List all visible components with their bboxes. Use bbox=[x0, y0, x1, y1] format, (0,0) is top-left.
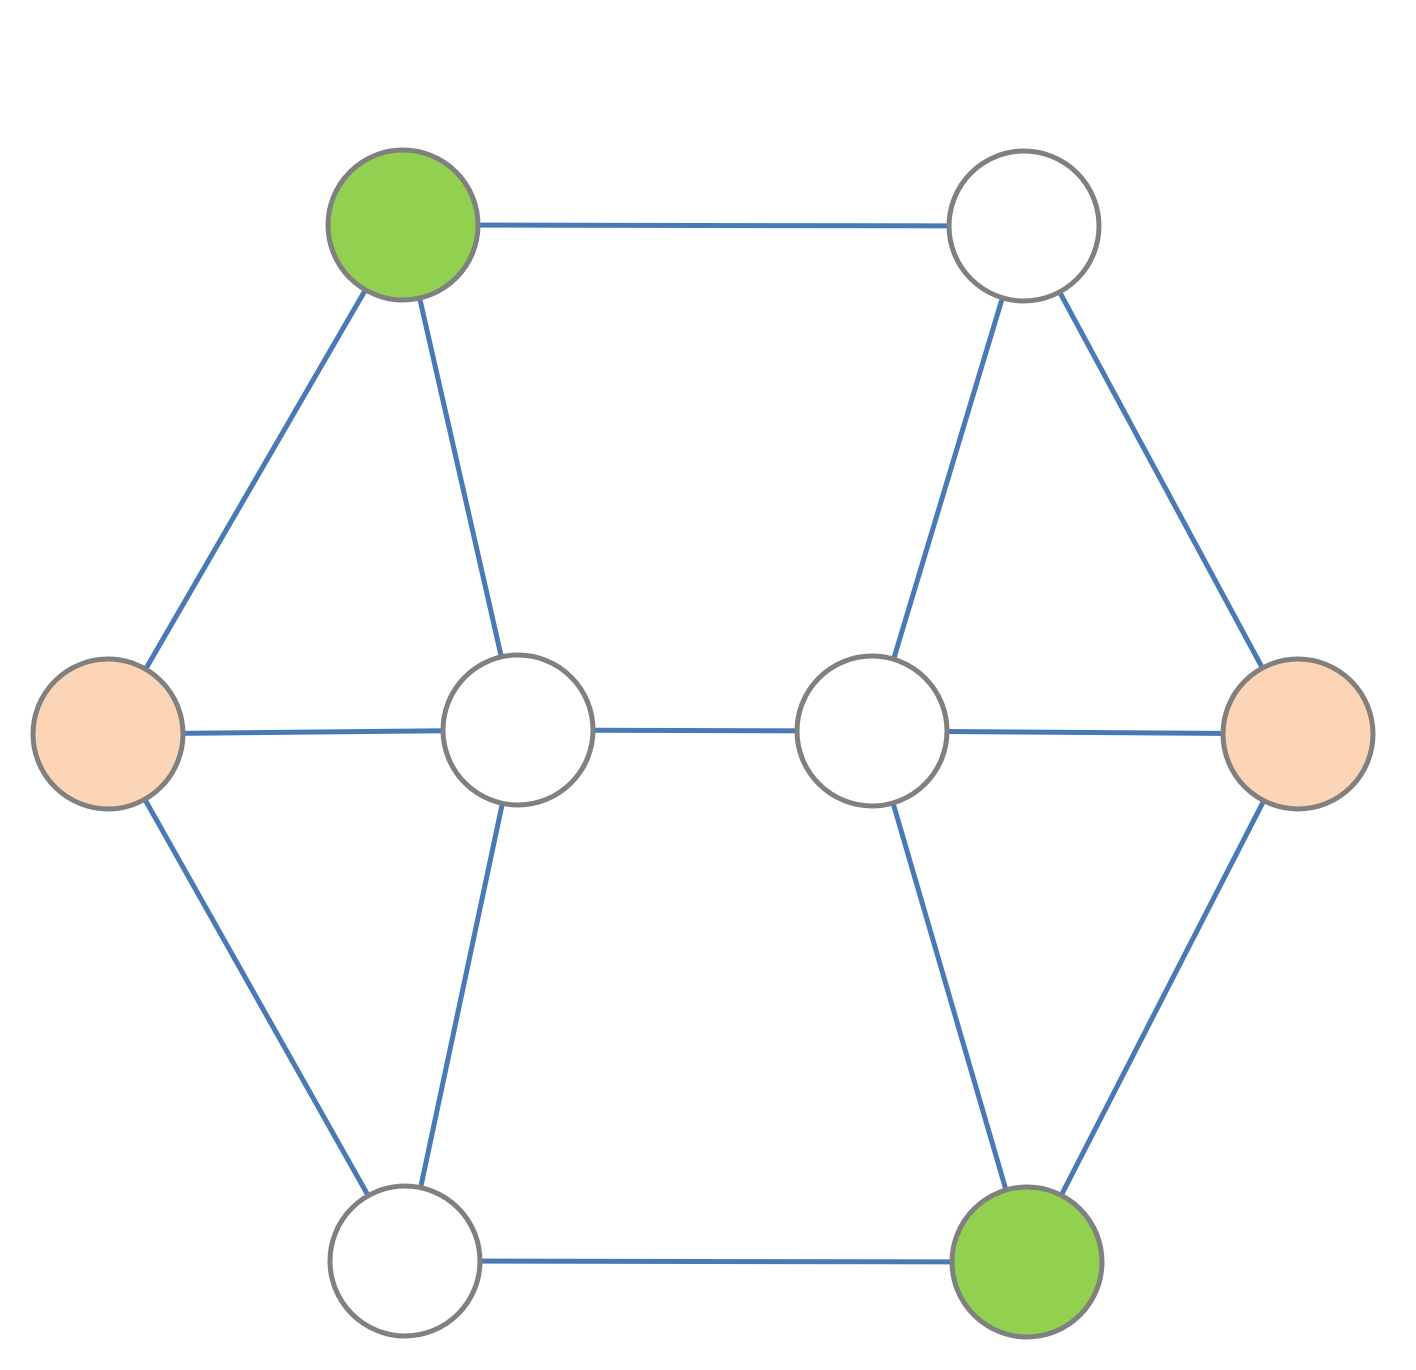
node-bottom-left bbox=[327, 1183, 483, 1339]
edge-top-left-to-top-right bbox=[402, 222, 1025, 229]
edge-top-left-to-mid-left-outer bbox=[105, 223, 406, 736]
node-mid-right-outer bbox=[1220, 656, 1376, 812]
node-mid-left-inner bbox=[440, 652, 596, 808]
edge-mid-left-outer-to-bottom-left bbox=[105, 732, 408, 1263]
edge-mid-right-inner-to-bottom-right bbox=[869, 730, 1030, 1263]
nodes-layer bbox=[30, 147, 1376, 1340]
node-top-left bbox=[325, 147, 481, 303]
edge-mid-right-outer-to-bottom-right bbox=[1024, 732, 1301, 1264]
edges-layer bbox=[105, 222, 1301, 1265]
node-mid-left-outer bbox=[30, 656, 186, 812]
node-top-right bbox=[946, 148, 1102, 304]
edge-top-right-to-mid-right-inner bbox=[869, 225, 1027, 732]
edge-bottom-left-to-bottom-right bbox=[404, 1258, 1028, 1265]
edge-top-right-to-mid-right-outer bbox=[1021, 224, 1301, 736]
edge-top-left-to-mid-left-inner bbox=[400, 224, 521, 731]
node-mid-right-inner bbox=[794, 653, 950, 809]
node-bottom-right bbox=[949, 1184, 1105, 1340]
edge-mid-left-inner-to-bottom-left bbox=[402, 729, 521, 1262]
